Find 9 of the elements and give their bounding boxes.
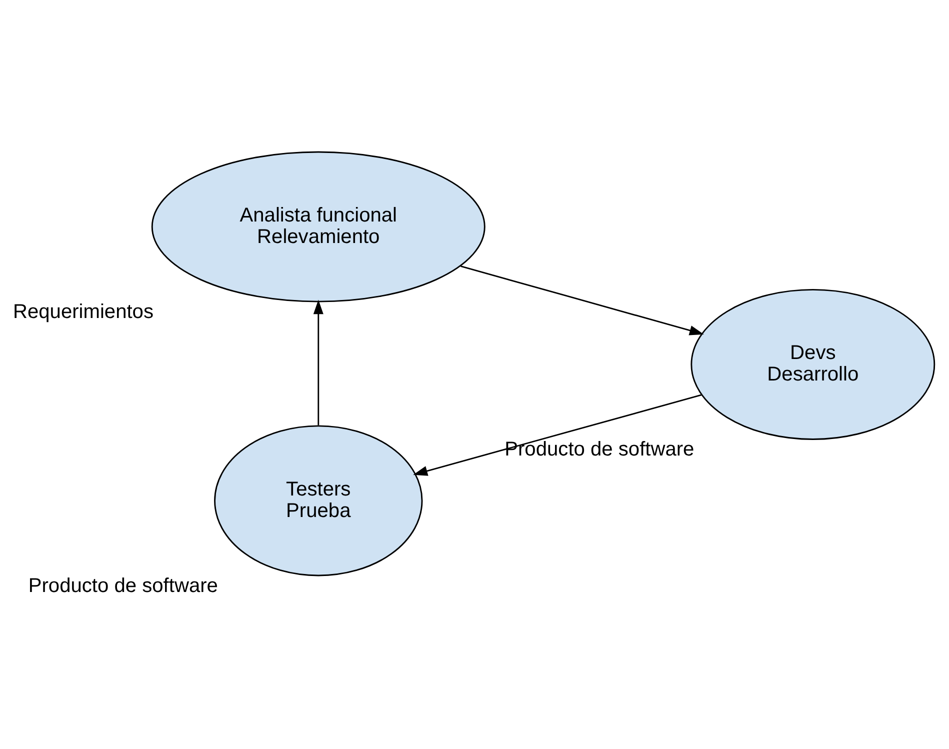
- node-label: Producto de software: [504, 438, 694, 461]
- arrow: [313, 300, 324, 426]
- node-ellipse: Devs Desarrollo: [690, 288, 936, 440]
- node-ellipse: Analista funcional Relevamiento: [151, 151, 486, 302]
- node-ellipse: Testers Prueba: [214, 425, 423, 576]
- arrow: [413, 394, 702, 476]
- node-label: Producto de software: [28, 574, 218, 597]
- arrow: [460, 266, 704, 336]
- node-label: Requerimientos: [12, 300, 154, 323]
